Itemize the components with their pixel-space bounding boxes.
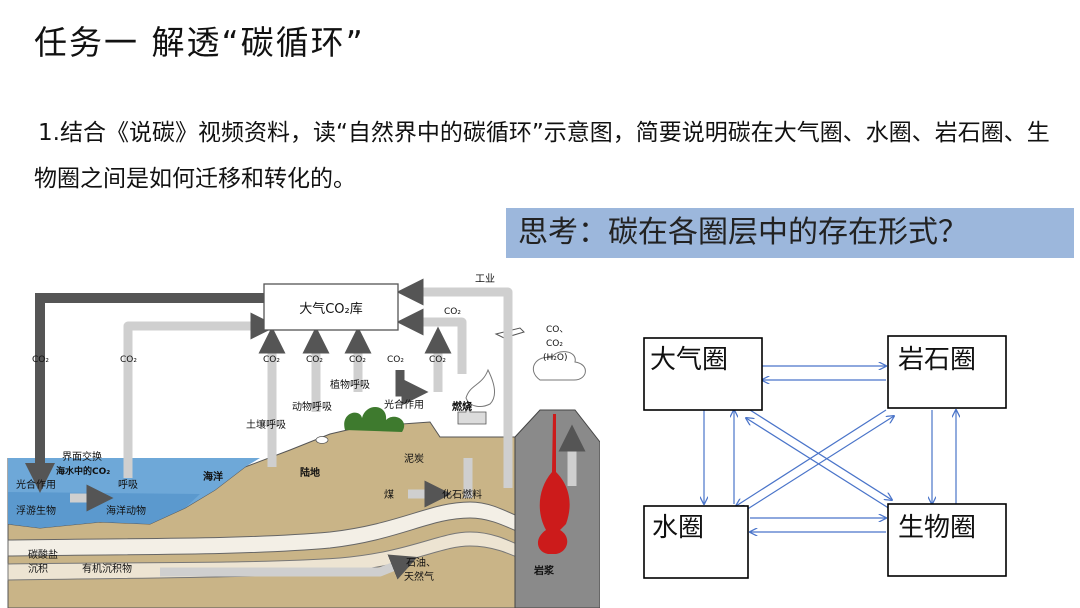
- co2-reservoir-box: [263, 283, 399, 331]
- trees: [344, 406, 405, 432]
- respiration-label: 呼吸: [118, 479, 138, 491]
- magma: [537, 414, 570, 554]
- volcano-gas-3: (H₂O): [543, 353, 567, 363]
- lithosphere-label: 岩石圈: [898, 345, 976, 375]
- burning-label: 燃烧: [452, 400, 472, 413]
- soil-resp-label: 土壤呼吸: [246, 418, 286, 431]
- dark-arrow-photosyn: [395, 370, 429, 406]
- factory: [457, 405, 487, 425]
- volcano-smoke: [532, 351, 586, 381]
- carbonate-label-2: 沉积: [28, 562, 48, 575]
- co2-reservoir-label: 大气CO₂库: [299, 301, 363, 317]
- magma-label: 岩浆: [533, 564, 555, 577]
- sphere-relation-diagram: 大气圈 岩石圈 水圈 生物圈: [643, 335, 1007, 579]
- interface-label: 界面交换: [62, 450, 102, 463]
- task-text: 1.结合《说碳》视频资料，读“自然界中的碳循环”示意图，简要说明碳在大气圈、水圈…: [34, 110, 1064, 202]
- slide-title: 任务一 解透“碳循环”: [34, 23, 365, 62]
- dark-arrow-ocean: [25, 293, 264, 493]
- plant-resp-label: 植物呼吸: [330, 378, 370, 391]
- co2-label-4: CO₂: [263, 355, 280, 365]
- co2-label-2: CO₂: [32, 355, 49, 365]
- sea-animals-label: 海洋动物: [106, 504, 146, 517]
- co2-label-6: CO₂: [349, 355, 366, 365]
- biosphere-box: [887, 503, 1007, 577]
- photosyn-land-label: 光合作用: [384, 398, 424, 411]
- animal-resp-label: 动物呼吸: [292, 400, 332, 413]
- co2-label-7: CO₂: [387, 355, 404, 365]
- hydrosphere-label: 水圈: [652, 513, 704, 543]
- task-text-content: 1.结合《说碳》视频资料，读“自然界中的碳循环”示意图，简要说明碳在大气圈、水圈…: [34, 120, 1050, 192]
- fire: [465, 368, 495, 407]
- sea-co2-label: 海水中的CO₂: [56, 465, 110, 477]
- photosyn-sea-label: 光合作用: [16, 478, 56, 491]
- fossil-label: 化石燃料: [442, 488, 482, 501]
- plankton-label: 浮游生物: [16, 504, 56, 517]
- carbon-cycle-diagram: 大气CO₂库 工业 CO₂ CO₂ CO₂ CO₂ CO₂ CO₂ CO₂ CO…: [7, 273, 600, 608]
- atmosphere-label: 大气圈: [650, 345, 728, 375]
- co2-label-5: CO₂: [306, 355, 323, 365]
- atmosphere-box: [643, 337, 763, 411]
- coal-label: 煤: [384, 488, 394, 501]
- oil-gas-label-1: 石油、: [406, 556, 436, 569]
- peat-label: 泥炭: [404, 452, 424, 465]
- industry-label: 工业: [475, 273, 495, 285]
- biosphere-label: 生物圈: [898, 513, 976, 543]
- lithosphere-box: [887, 335, 1007, 409]
- hydrosphere-box: [643, 505, 749, 579]
- light-arrows: [70, 278, 586, 580]
- co2-label-8: CO₂: [429, 355, 446, 365]
- volcano-gas-1: CO、: [546, 325, 568, 335]
- volcano-gas-2: CO₂: [546, 339, 563, 349]
- carbonate-label-1: 碳酸盐: [28, 548, 58, 561]
- oil-gas-label-2: 天然气: [404, 570, 434, 583]
- land-label: 陆地: [300, 466, 320, 479]
- organic-label: 有机沉积物: [82, 562, 132, 575]
- cow: [315, 436, 329, 444]
- co2-label-3: CO₂: [120, 355, 137, 365]
- ocean-label: 海洋: [203, 470, 223, 483]
- co2-label-1: CO₂: [444, 307, 461, 317]
- think-prompt: 思考：碳在各圈层中的存在形式？: [506, 208, 1074, 258]
- sphere-arrows: [704, 366, 956, 532]
